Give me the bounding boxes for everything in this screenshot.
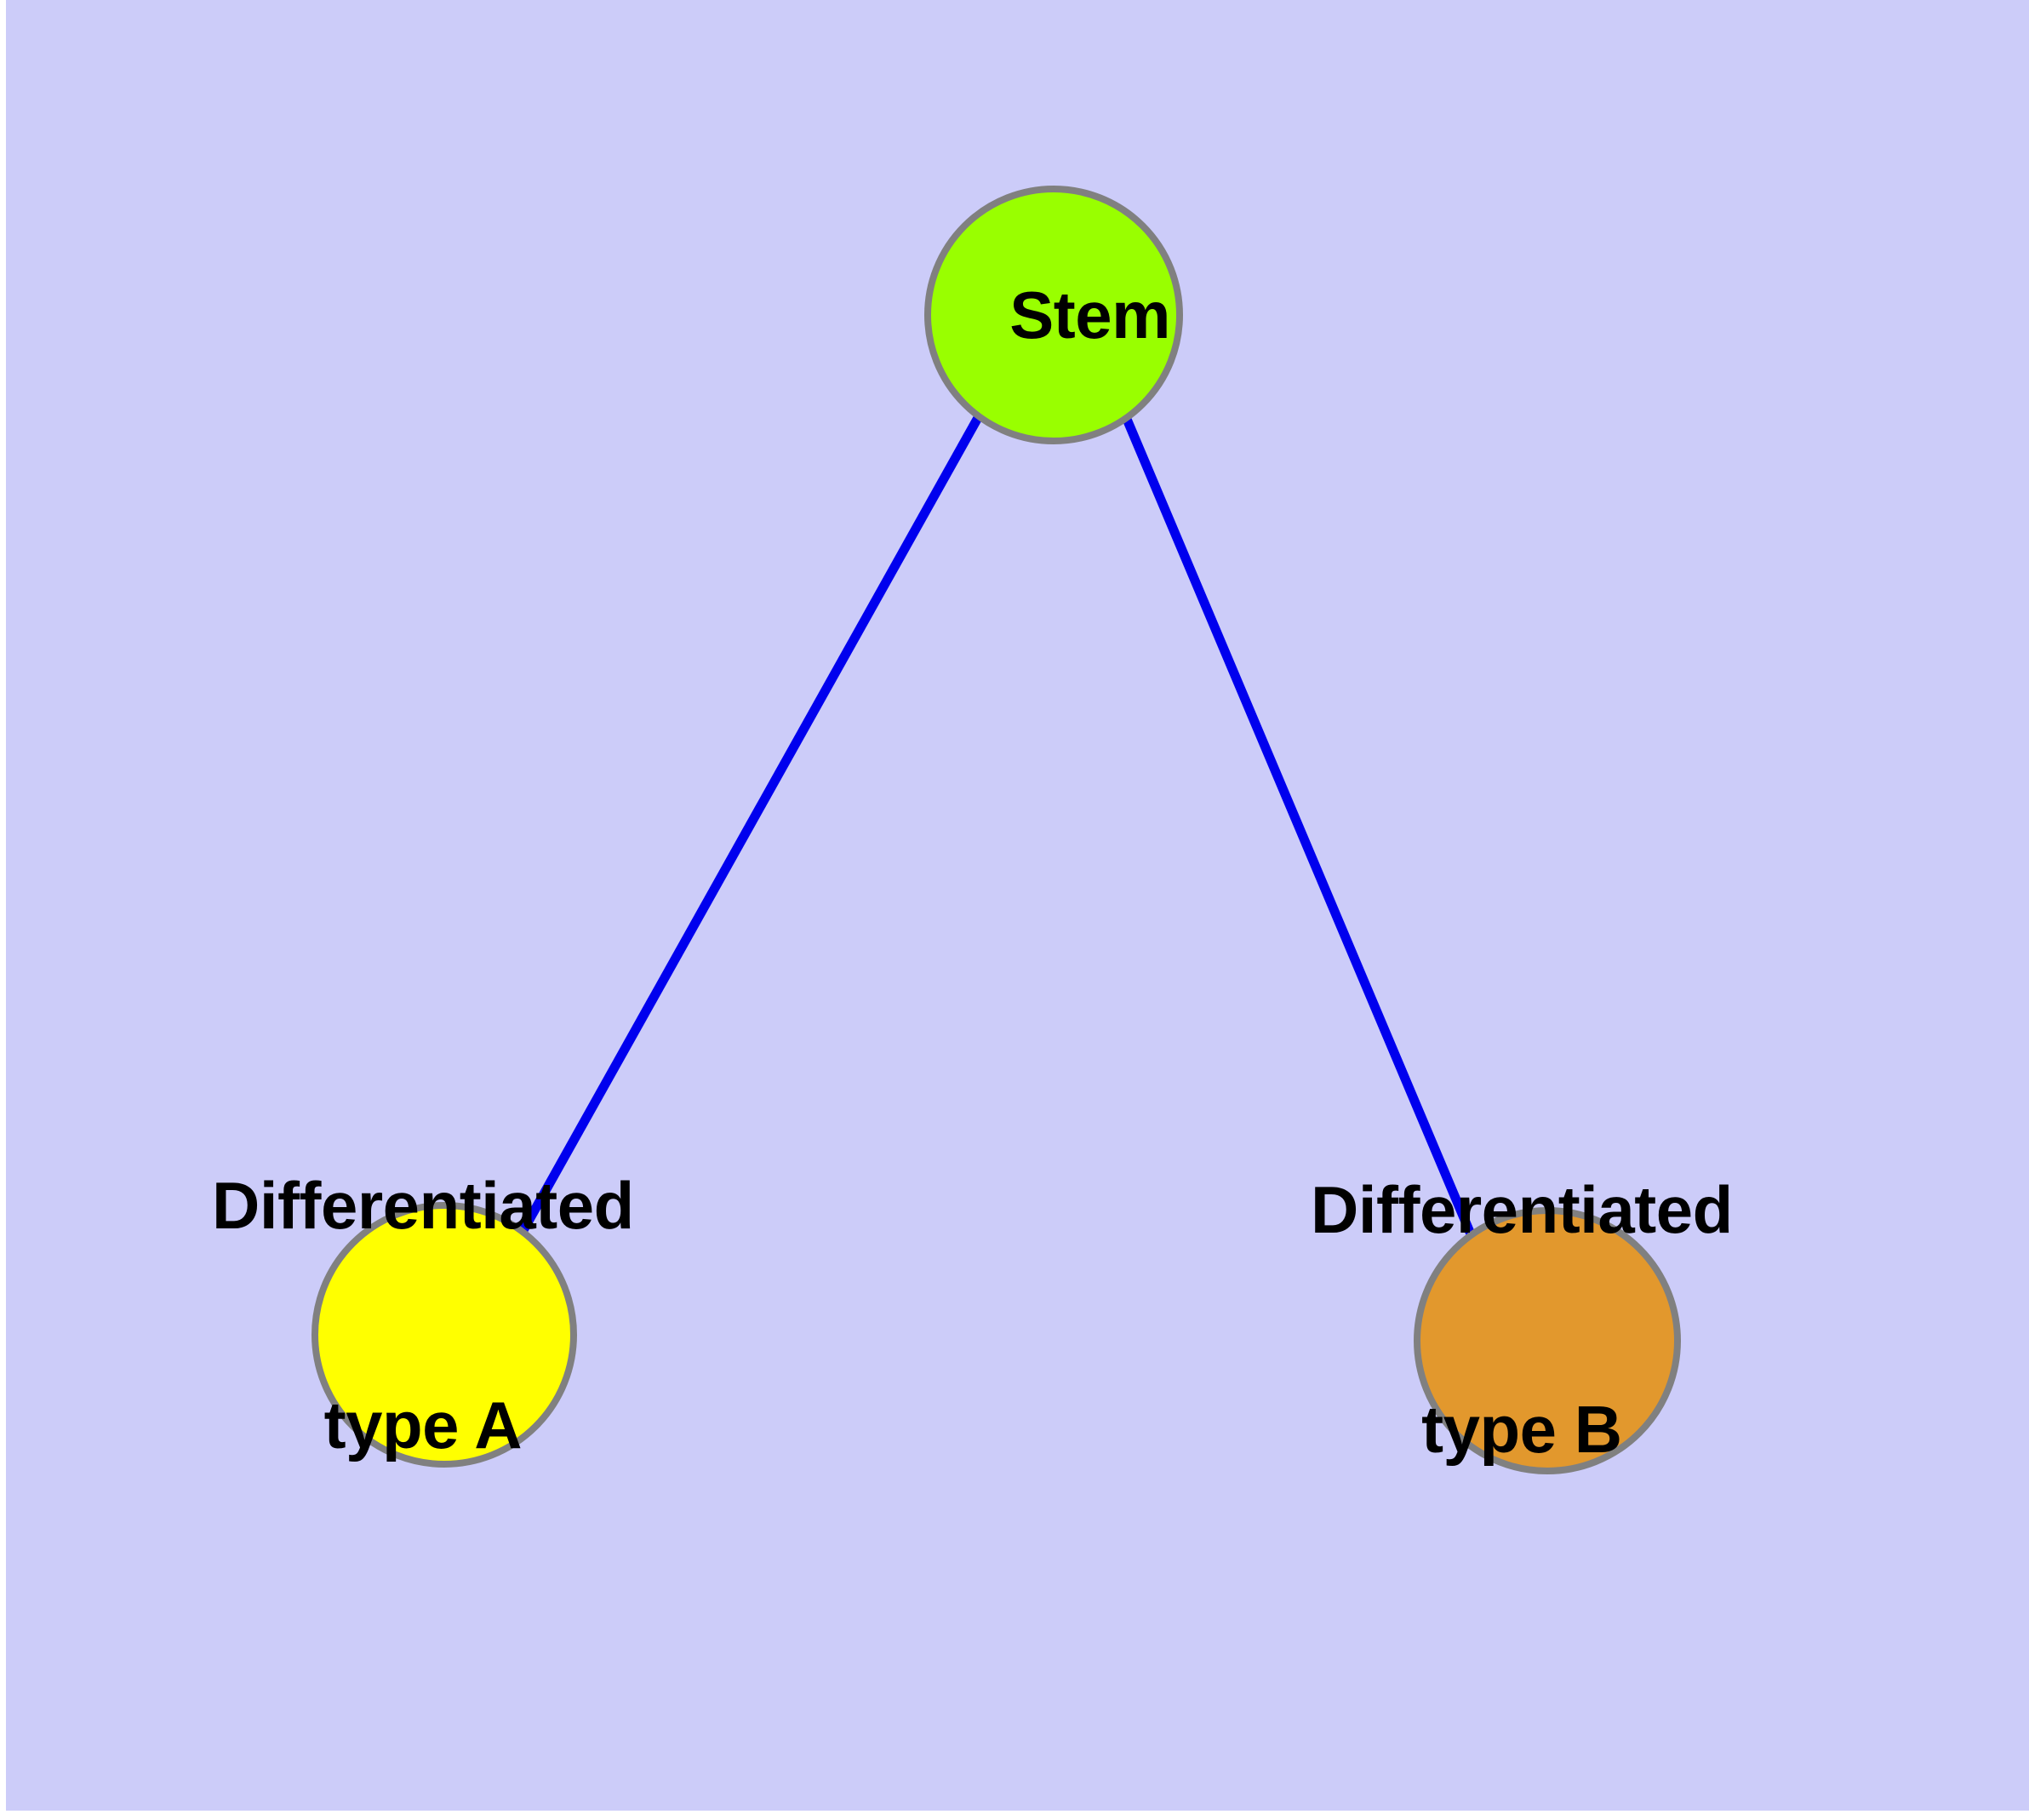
edge-stem-to-differentiated-type-b[interactable]	[1121, 415, 1477, 1239]
node-circle-differentiated-type-b[interactable]	[1414, 1207, 1681, 1474]
edge-stem-to-differentiated-type-a[interactable]	[518, 414, 983, 1234]
edge-layer	[518, 414, 1477, 1239]
node-layer	[311, 186, 1681, 1474]
node-circle-stem[interactable]	[924, 186, 1183, 444]
node-circle-differentiated-type-a[interactable]	[311, 1202, 577, 1468]
